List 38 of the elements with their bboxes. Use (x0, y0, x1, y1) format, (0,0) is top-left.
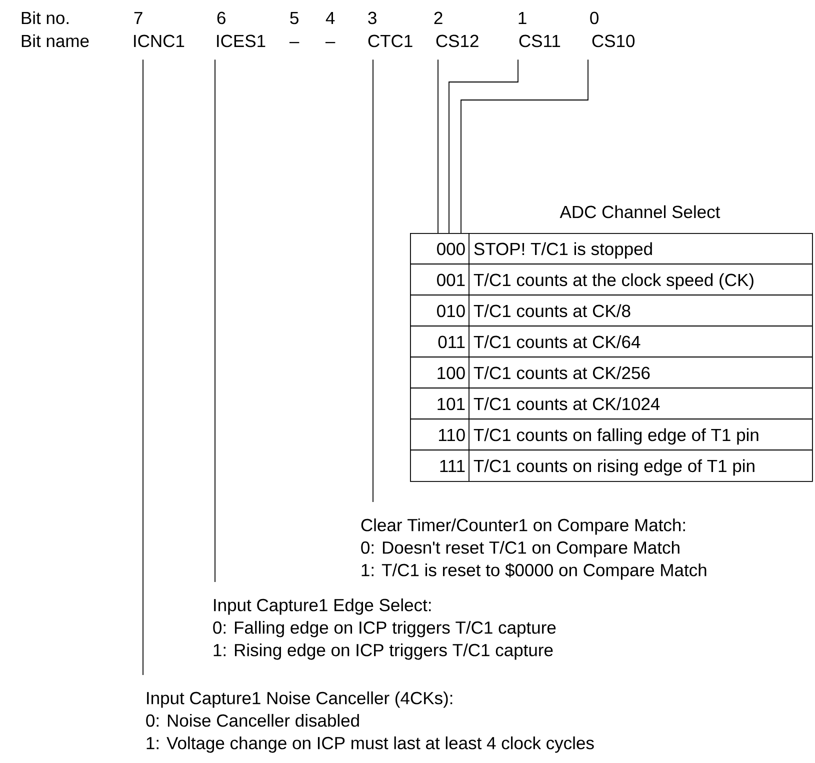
mode-cell: T/C1 counts at CK/64 (474, 335, 640, 348)
mode-cell: T/C1 counts at CK/256 (474, 366, 650, 380)
code-cell: 010 (437, 304, 465, 318)
bit-name: ICNC1 (134, 34, 184, 48)
bit-name: CTC1 (368, 34, 412, 48)
header-text: – (325, 42, 336, 44)
bit-description: Clear Timer/Counter1 on Compare Match: 0: Doesn't reset T/C1 on Compare Match 1: T/C1 is reset to $0000 on Compare Match (361, 518, 706, 580)
bit-description: Input Capture1 Noise Canceller (4CKs): 0: Noise Canceller disabled 1: Voltage change on ICP must last at least 4 clock cycles (146, 691, 594, 753)
code-cell: 000 (437, 242, 465, 256)
code-cell: 001 (437, 274, 465, 286)
header-text: 2 (434, 12, 442, 24)
code-cell: 100 (438, 366, 465, 380)
mode-cell: T/C1 counts on rising edge of T1 pin (474, 459, 754, 476)
code-cell: 011 (438, 336, 465, 348)
bit-description: Input Capture1 Edge Select: 0: Falling edge on ICP triggers T/C1 capture 1: Rising edge on ICP triggers T/C1 capture (213, 598, 556, 660)
header-text: 5 (290, 12, 298, 24)
mode-cell: STOP! T/C1 is stopped (474, 242, 652, 259)
header-text: 0 (590, 12, 598, 24)
mode-cell: T/C1 counts at CK/1024 (474, 397, 660, 410)
bit-name: CS11 (519, 34, 560, 48)
header-text: 4 (326, 12, 335, 24)
bit-name: ICES1 (217, 34, 266, 48)
header-text: Bit no. (22, 11, 68, 24)
bit-name: CS10 (592, 34, 635, 48)
mode-cell: T/C1 counts at CK/8 (474, 304, 630, 318)
mode-cell: T/C1 counts on falling edge of T1 pin (474, 428, 758, 445)
code-cell: 111 (440, 460, 465, 472)
code-cell: 110 (438, 428, 465, 442)
header-text: 7 (134, 12, 142, 24)
header-text: 6 (217, 12, 226, 24)
header-text: Bit name (22, 34, 89, 48)
header-text: – (289, 42, 300, 44)
code-cell: 101 (438, 398, 465, 410)
node-label: ADC Channel Select (560, 205, 720, 218)
header-text: 1 (518, 12, 526, 24)
header-text: 3 (368, 12, 376, 24)
bit-name: CS12 (436, 34, 478, 48)
mode-cell: T/C1 counts at the clock speed (CK) (474, 273, 754, 290)
